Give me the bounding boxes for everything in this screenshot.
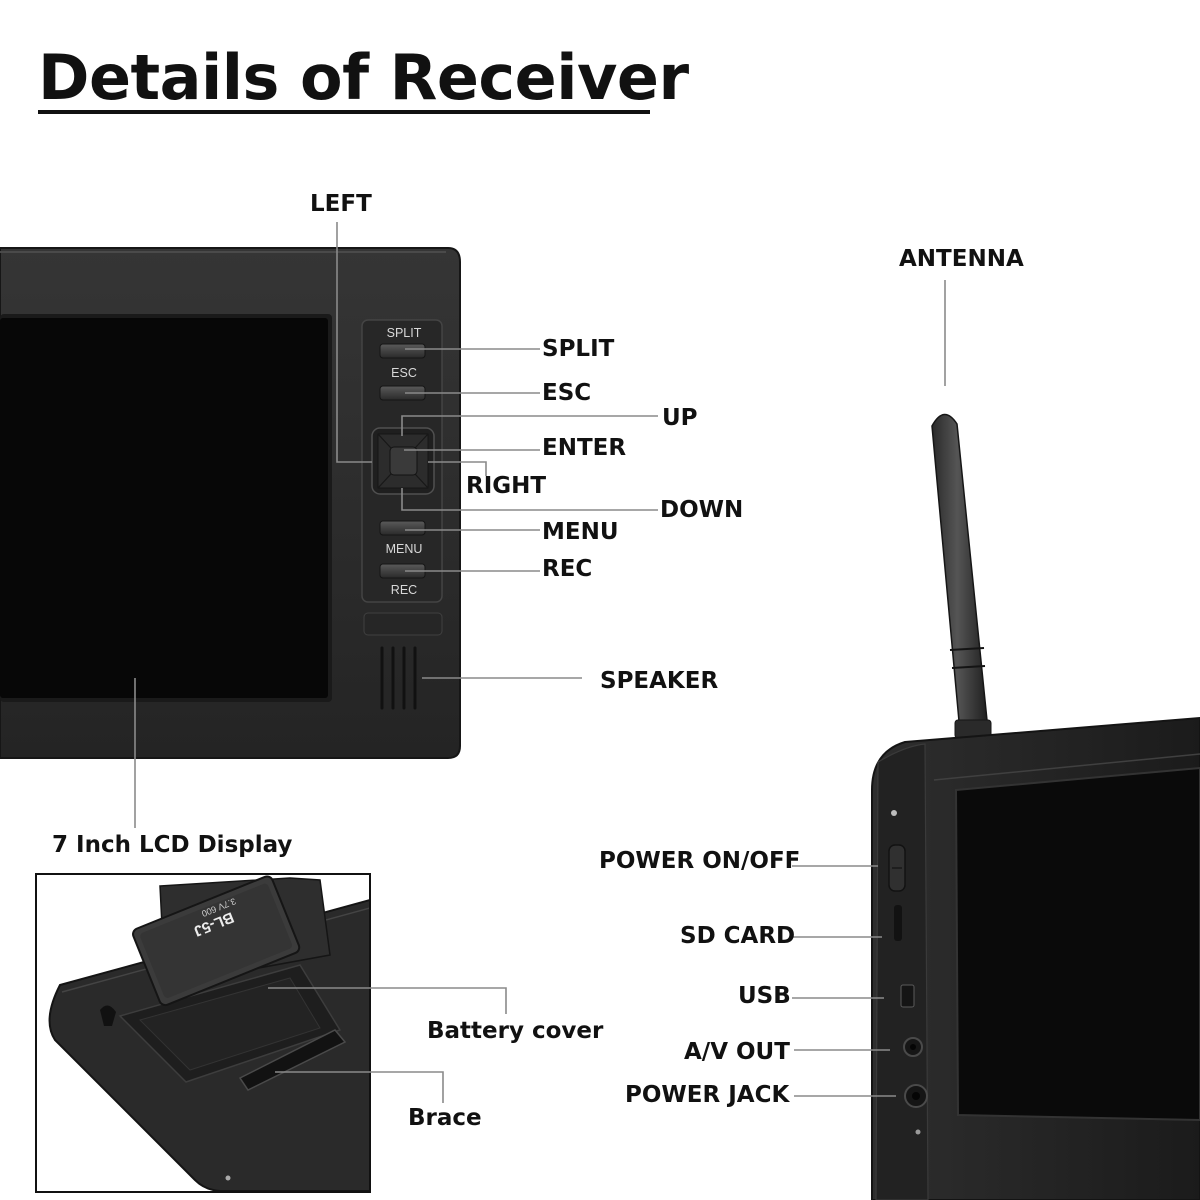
rec-button-label: REC — [391, 583, 417, 597]
split-button-label: SPLIT — [387, 326, 422, 340]
esc-button-label: ESC — [391, 366, 417, 380]
callout-power-jack: POWER JACK — [625, 1082, 790, 1108]
antenna — [931, 413, 992, 739]
callout-brace: Brace — [408, 1105, 482, 1131]
callout-power-switch: POWER ON/OFF — [599, 848, 801, 874]
speaker-grill — [380, 646, 417, 710]
enter-button[interactable] — [389, 446, 418, 476]
side-leader-lines — [792, 280, 946, 1097]
sd-card-slot — [894, 905, 902, 941]
callout-split: SPLIT — [542, 336, 615, 362]
title-underline — [38, 110, 650, 114]
battery-inset-illustration: BL-5J 3.7V 600 — [48, 875, 369, 1191]
control-panel: SPLIT ESC MENU REC — [361, 319, 443, 603]
callout-down: DOWN — [660, 497, 744, 523]
split-button[interactable] — [379, 343, 426, 359]
side-receiver-body — [871, 716, 1200, 1200]
callout-usb: USB — [738, 983, 791, 1009]
usb-port — [900, 984, 915, 1008]
callout-enter: ENTER — [542, 435, 627, 461]
callout-av-out: A/V OUT — [684, 1039, 790, 1065]
callout-right: RIGHT — [466, 473, 547, 499]
blank-plate — [363, 612, 443, 636]
callout-rec: REC — [542, 556, 593, 582]
callout-esc: ESC — [542, 380, 592, 406]
callout-lcd-display: 7 Inch LCD Display — [52, 832, 293, 858]
callout-left: LEFT — [310, 191, 372, 217]
callout-up: UP — [662, 405, 698, 431]
front-leader-lines — [134, 222, 658, 828]
callout-battery-cover: Battery cover — [427, 1018, 604, 1044]
inset-leader-lines — [268, 987, 507, 1103]
menu-button[interactable] — [379, 520, 426, 536]
page-title: Details of Receiver — [38, 41, 689, 114]
callout-speaker: SPEAKER — [600, 668, 719, 694]
lcd-screen — [0, 314, 332, 702]
callout-menu: MENU — [542, 519, 619, 545]
side-ports — [888, 844, 928, 1108]
menu-button-label: MENU — [386, 542, 423, 556]
callout-antenna: ANTENNA — [899, 246, 1024, 272]
callout-sd-card: SD CARD — [680, 923, 796, 949]
